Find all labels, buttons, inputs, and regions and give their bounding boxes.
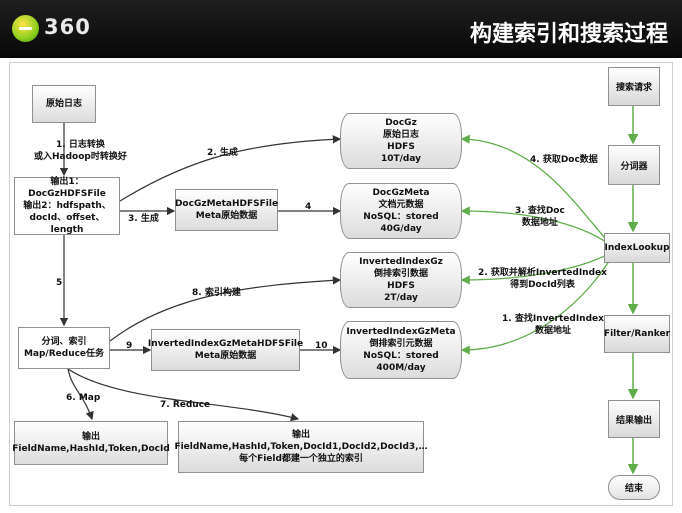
arrow-map bbox=[67, 368, 94, 421]
arrow-search-4 bbox=[460, 134, 615, 249]
raw-log-box: 原始日志 bbox=[32, 85, 96, 123]
edge-label-8: 8. 索引构建 bbox=[192, 288, 241, 298]
search-label-3: 3. 查找Doc 数据地址 bbox=[515, 206, 565, 228]
edge-label-10: 10 bbox=[315, 341, 328, 351]
arrow-search-1 bbox=[460, 252, 615, 355]
index-lookup-label: IndexLookup bbox=[604, 243, 670, 253]
output-hdfs-box: 输出1：DocGzHDFSFile 输出2：hdfspath、 docId、of… bbox=[14, 177, 120, 235]
tokenizer-label: 分词器 bbox=[620, 161, 648, 172]
docgz-store: DocGz 原始日志 HDFS 10T/day bbox=[340, 113, 462, 169]
output-hdfs-label: 输出1：DocGzHDFSFile 输出2：hdfspath、 docId、of… bbox=[23, 177, 111, 235]
reduce-output-label: 输出 FieldName,HashId,Token,DocId1,DocId2,… bbox=[174, 430, 428, 464]
edge-label-4: 4 bbox=[305, 202, 312, 212]
docgz-meta-file-box: DocGzMetaHDFSFile Meta原始数据 bbox=[175, 189, 278, 231]
diagram-arrows bbox=[59, 106, 639, 475]
end-label: 结束 bbox=[624, 484, 643, 494]
edge-label-3: 3. 生成 bbox=[128, 214, 159, 224]
result-output-box: 结果输出 bbox=[608, 400, 660, 438]
docgz-meta-store: DocGzMeta 文档元数据 NoSQL：stored 40G/day bbox=[340, 183, 462, 239]
logo-icon bbox=[12, 15, 39, 42]
inv-gz-meta-store-label: InvertedIndexGzMeta 倒排索引元数据 NoSQL：stored… bbox=[346, 327, 456, 373]
end-node: 结束 bbox=[608, 475, 660, 500]
arrow-reduce bbox=[67, 368, 300, 422]
reduce-output-box: 输出 FieldName,HashId,Token,DocId1,DocId2,… bbox=[174, 421, 428, 473]
inv-meta-file-box: InvertedIndexGzMetaHDFSFile Meta原始数据 bbox=[147, 329, 304, 371]
search-label-2: 2. 获取并解析InvertedIndex 得到DocId列表 bbox=[478, 268, 607, 290]
search-label-4: 4. 获取Doc数据 bbox=[530, 155, 598, 165]
docgz-meta-store-label: DocGzMeta 文档元数据 NoSQL：stored 40G/day bbox=[363, 188, 439, 234]
docgz-meta-file-label: DocGzMetaHDFSFile Meta原始数据 bbox=[174, 199, 279, 221]
map-output-box: 输出 FieldName,HashId,Token,DocId bbox=[12, 421, 170, 465]
arrow-output-docgz bbox=[119, 135, 342, 202]
arrow-search-2 bbox=[460, 250, 615, 285]
diagram-canvas: 原始日志 输出1：DocGzHDFSFile 输出2：hdfspath、 doc… bbox=[9, 62, 673, 506]
map-output-label: 输出 FieldName,HashId,Token,DocId bbox=[12, 432, 170, 454]
index-lookup-box: IndexLookup bbox=[604, 233, 670, 263]
search-request-box: 搜索请求 bbox=[608, 67, 660, 106]
slide-title: 构建索引和搜索过程 bbox=[469, 22, 668, 47]
edge-label-5: 5 bbox=[56, 278, 63, 288]
search-request-label: 搜索请求 bbox=[615, 83, 652, 93]
edge-label-1: 1. 日志转换 或入Hadoop时转换好 bbox=[34, 140, 127, 162]
arrow-index-build bbox=[109, 276, 342, 342]
inv-gz-store-label: InvertedIndexGz 倒排索引数据 HDFS 2T/day bbox=[359, 257, 443, 303]
header-bar: 360 构建索引和搜索过程 bbox=[0, 0, 682, 58]
tokenize-task-box: 分词、索引 Map/Reduce任务 bbox=[18, 327, 110, 369]
result-output-label: 结果输出 bbox=[615, 415, 652, 426]
docgz-store-label: DocGz 原始日志 HDFS 10T/day bbox=[380, 118, 422, 164]
tokenizer-box: 分词器 bbox=[608, 145, 660, 185]
edge-label-6: 6. Map bbox=[66, 393, 101, 403]
inv-meta-file-label: InvertedIndexGzMetaHDFSFile Meta原始数据 bbox=[147, 339, 304, 361]
raw-log-label: 原始日志 bbox=[45, 99, 82, 109]
search-label-1: 1. 查找InvertedIndex 数据地址 bbox=[502, 314, 604, 336]
filter-ranker-box: Filter/Ranker bbox=[604, 315, 670, 353]
logo-text: 360 bbox=[44, 15, 91, 39]
inv-gz-store: InvertedIndexGz 倒排索引数据 HDFS 2T/day bbox=[340, 252, 462, 308]
edge-label-9: 9 bbox=[126, 341, 133, 351]
filter-ranker-label: Filter/Ranker bbox=[603, 329, 671, 339]
inv-gz-meta-store: InvertedIndexGzMeta 倒排索引元数据 NoSQL：stored… bbox=[340, 321, 462, 379]
edge-label-2: 2. 生成 bbox=[207, 148, 238, 158]
tokenize-task-label: 分词、索引 Map/Reduce任务 bbox=[23, 337, 105, 359]
edge-label-7: 7. Reduce bbox=[160, 400, 211, 410]
